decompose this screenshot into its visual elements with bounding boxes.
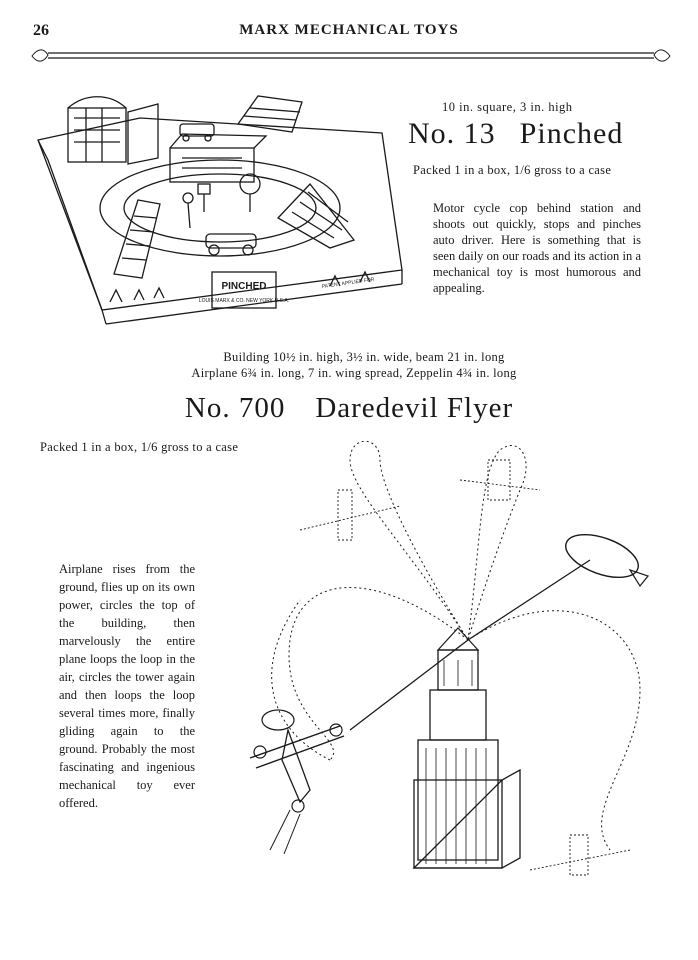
page-number: 26 [33, 22, 49, 39]
box-patent: PATENT APPLIED FOR [321, 277, 375, 290]
pinched-toy-illustration: PINCHED LOUIS MARX & CO. NEW YORK U.S.A.… [37, 95, 403, 325]
pinched-packing: Packed 1 in a box, 1/6 gross to a case [413, 163, 612, 177]
pinched-name: Pinched [519, 117, 624, 150]
daredevil-description: Airplane rises from the ground, flies up… [59, 562, 195, 810]
daredevil-packing: Packed 1 in a box, 1/6 gross to a case [40, 440, 239, 454]
daredevil-spec-building: Building 10½ in. high, 3½ in. wide, beam… [223, 350, 505, 364]
box-maker: LOUIS MARX & CO. NEW YORK U.S.A. [199, 298, 289, 304]
box-sign: PINCHED [221, 281, 266, 292]
pinched-description: Motor cycle cop behind station and shoot… [433, 201, 641, 295]
pinched-title: No. 13 Pinched [408, 117, 623, 151]
running-title: MARX MECHANICAL TOYS [239, 22, 459, 38]
daredevil-title: No. 700 Daredevil Flyer [0, 392, 698, 425]
daredevil-number: No. 700 [184, 392, 286, 424]
ornamental-rule [31, 49, 671, 62]
pinched-number: No. 13 [408, 117, 496, 150]
daredevil-flyer-illustration [249, 440, 650, 876]
daredevil-name: Daredevil Flyer [315, 392, 514, 424]
pinched-dimensions: 10 in. square, 3 in. high [442, 100, 573, 114]
daredevil-spec-airplane: Airplane 6¾ in. long, 7 in. wing spread,… [191, 366, 517, 380]
